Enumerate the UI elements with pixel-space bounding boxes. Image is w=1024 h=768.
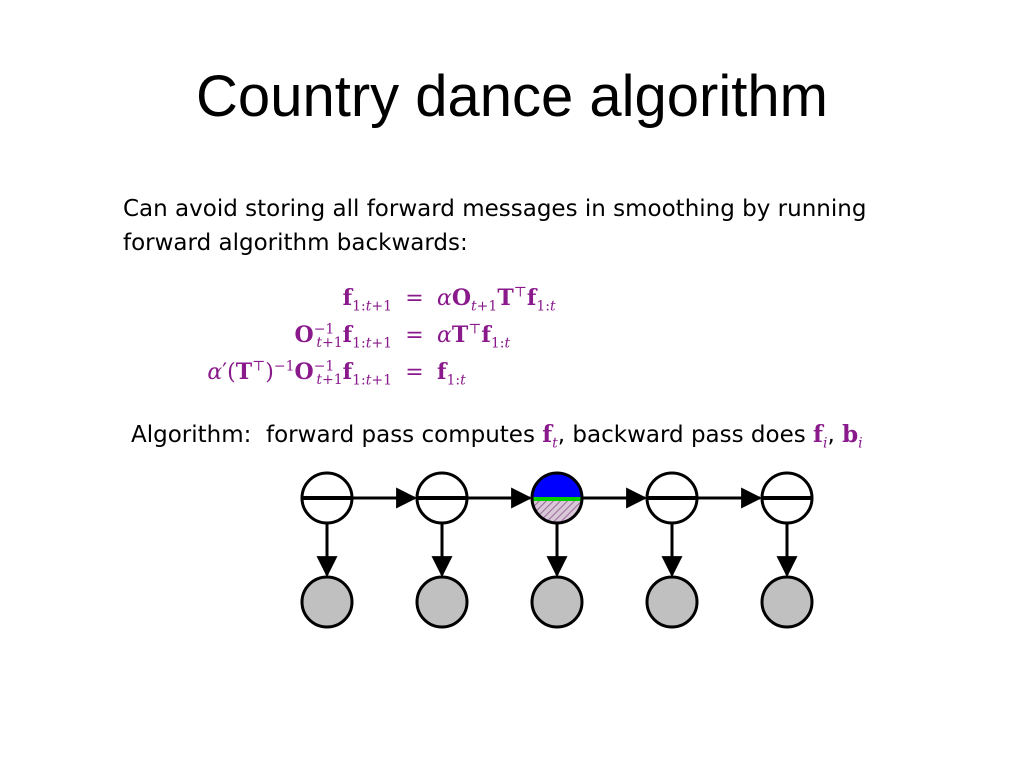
equation-1-rhs: αOt+1T⊤f1:t (437, 284, 556, 315)
state-node (530, 471, 584, 525)
state-chain (300, 471, 814, 629)
equals-sign: = (405, 286, 424, 311)
observation-node (300, 575, 354, 629)
symbol-b-i: bi (842, 421, 863, 452)
intro-text: Can avoid storing all forward messages i… (123, 192, 866, 260)
equation-3-rhs: f1:t (437, 359, 466, 389)
equals-sign: = (405, 323, 424, 348)
algorithm-line: Algorithm: forward pass computes ft, bac… (131, 418, 863, 452)
equation-3-lhs: α′(T⊤)−1O−1t+1f1:t+1 (207, 358, 392, 389)
intro-line-1: Can avoid storing all forward messages i… (123, 196, 867, 222)
equation-2-lhs: O−1t+1f1:t+1 (294, 321, 392, 352)
observation-node (760, 575, 814, 629)
equation-row-1: f1:t+1 = αOt+1T⊤f1:t (140, 280, 556, 317)
symbol-f-i: fi (813, 421, 828, 452)
algorithm-text-middle: , backward pass does (557, 422, 806, 448)
equation-row-2: O−1t+1f1:t+1 = αT⊤f1:t (140, 317, 556, 354)
observation-node (645, 575, 699, 629)
intro-line-2: forward algorithm backwards: (123, 230, 468, 256)
equation-2-rhs: αT⊤f1:t (437, 321, 511, 352)
equation-row-3: α′(T⊤)−1O−1t+1f1:t+1 = f1:t (140, 354, 556, 391)
observation-node (530, 575, 584, 629)
algorithm-text-before: forward pass computes (266, 422, 535, 448)
forward-message-half (532, 473, 582, 500)
algorithm-comma: , (827, 422, 835, 448)
observation-node (415, 575, 469, 629)
symbol-f-t: ft (542, 421, 558, 452)
equals-sign: = (405, 360, 424, 385)
backward-message-half (532, 498, 582, 523)
equation-1-lhs: f1:t+1 (342, 285, 392, 315)
equation-block: f1:t+1 = αOt+1T⊤f1:t O−1t+1f1:t+1 = αT⊤f… (140, 280, 556, 391)
slide-title: Country dance algorithm (196, 64, 828, 129)
algorithm-prefix: Algorithm: (131, 422, 252, 448)
